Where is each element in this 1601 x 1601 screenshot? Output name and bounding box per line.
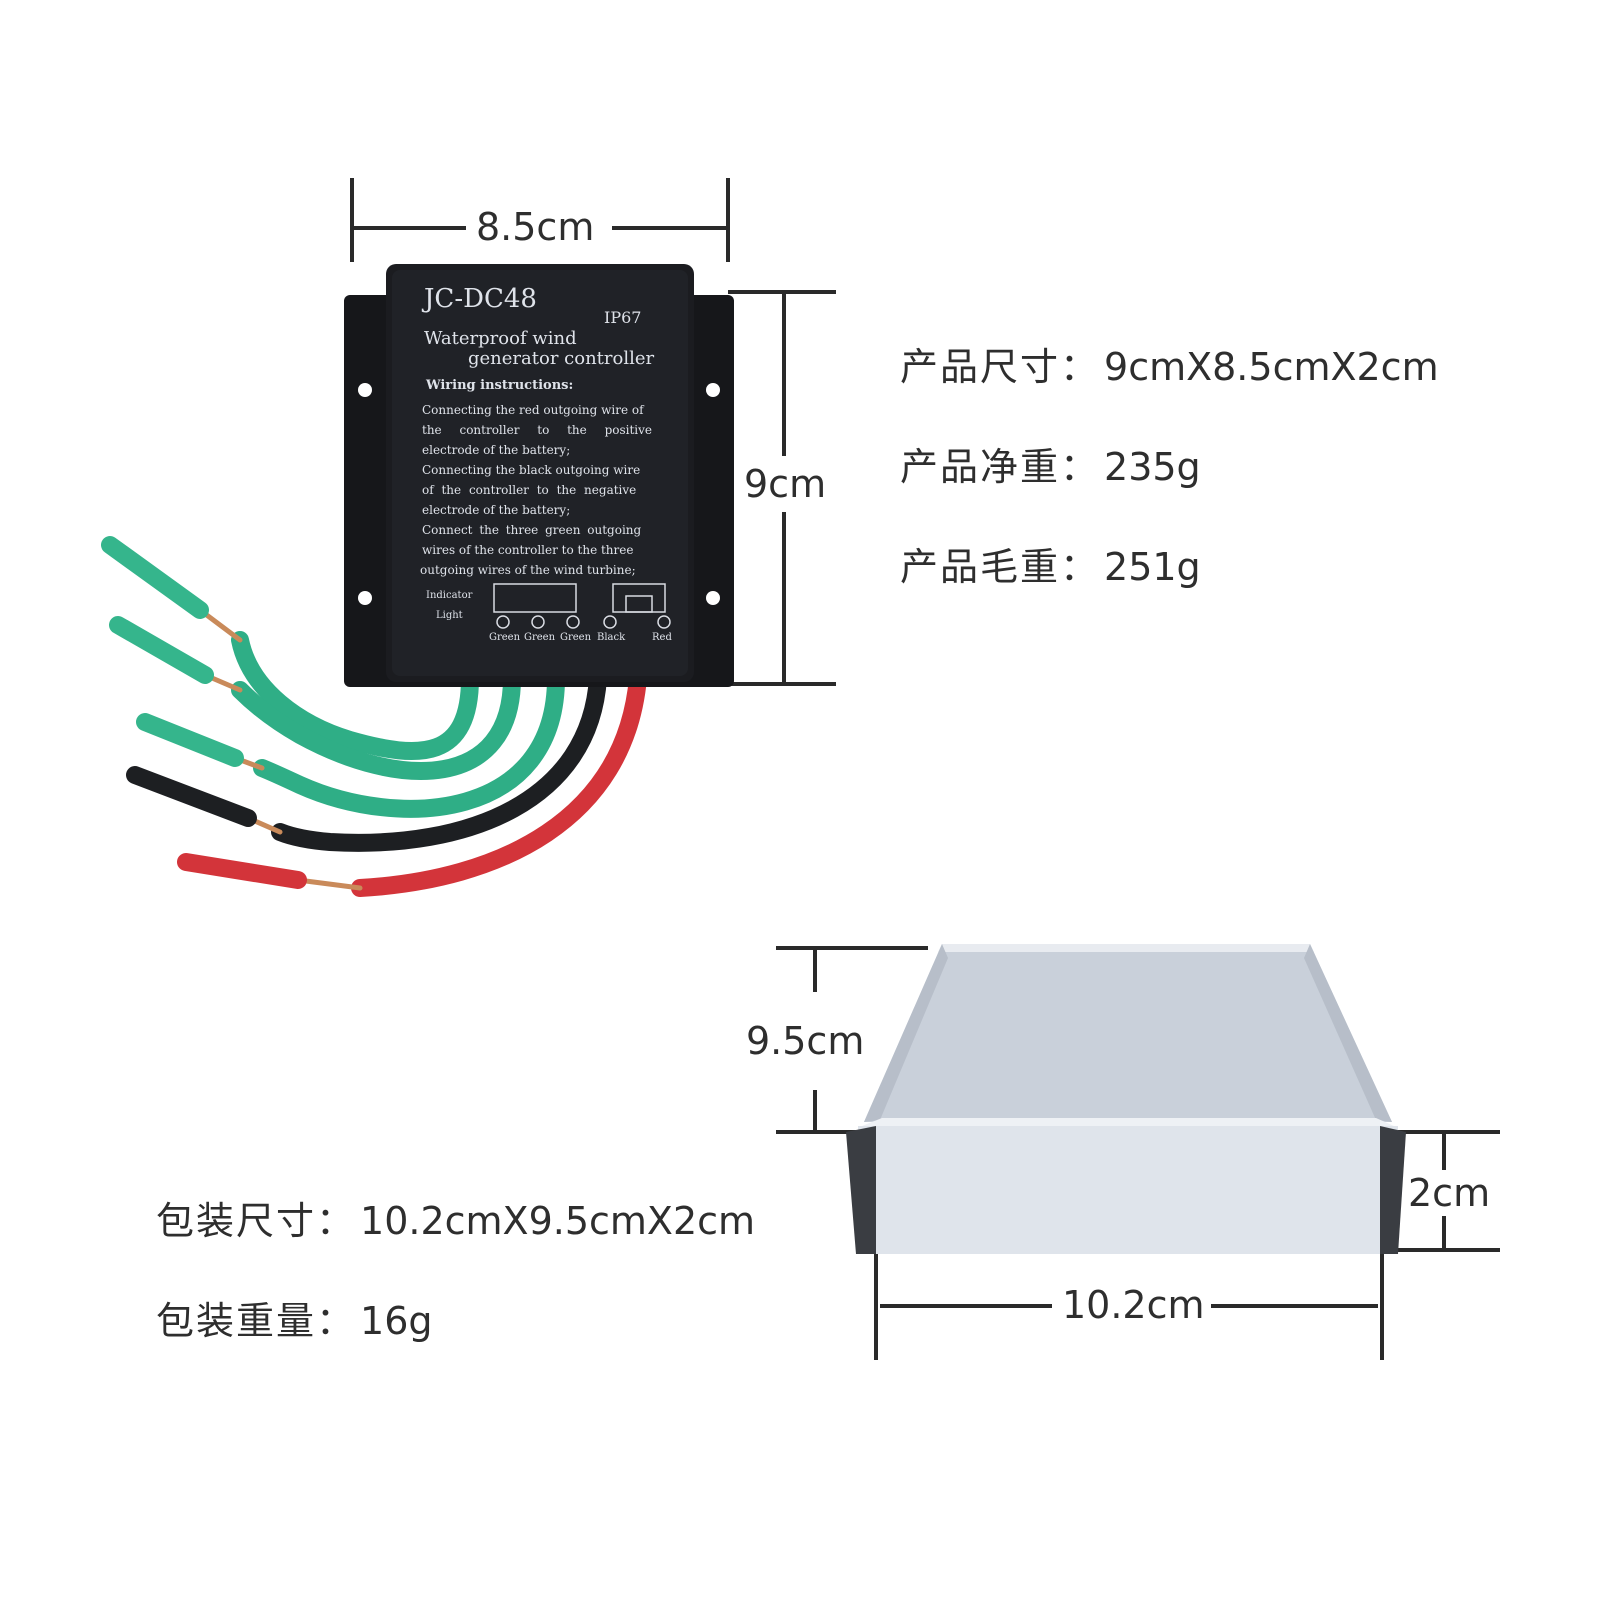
- wiring-line: electrode of the battery;: [422, 443, 571, 457]
- wiring-line: Connect the three green outgoing: [422, 523, 642, 537]
- spec-net-weight: 产品净重：235g: [900, 436, 1201, 491]
- controller-dimension-lines: [350, 178, 836, 686]
- box-height-label: 9.5cm: [746, 1018, 865, 1064]
- green-wire-3: [253, 669, 565, 818]
- box-width-label: 10.2cm: [1056, 1282, 1211, 1328]
- spec-key: 产品尺寸：: [900, 345, 1101, 389]
- spec-key: 产品毛重：: [900, 545, 1101, 589]
- green-wire-2: [231, 669, 521, 780]
- terminal-label: Green: [489, 632, 521, 643]
- device-rating: IP67: [604, 308, 642, 327]
- red-wire: [351, 669, 647, 897]
- wiring-line: wires of the controller to the three: [422, 543, 634, 557]
- indicator-label: Indicator: [426, 590, 473, 601]
- terminal-label: Green: [560, 632, 592, 643]
- spec-product-size: 产品尺寸：9cmX8.5cmX2cm: [900, 336, 1439, 391]
- terminal-label: Black: [597, 632, 626, 643]
- black-wire: [271, 669, 607, 852]
- terminal-label: Red: [652, 632, 672, 643]
- spec-key: 包装重量：: [156, 1299, 357, 1343]
- wiring-line: Connecting the red outgoing wire of: [422, 403, 644, 417]
- package-box: [846, 944, 1406, 1254]
- wires: [101, 536, 647, 897]
- wiring-line: electrode of the battery;: [422, 503, 571, 517]
- spec-key: 产品净重：: [900, 445, 1101, 489]
- spec-value: 10.2cmX9.5cmX2cm: [360, 1199, 756, 1243]
- spec-value: 251g: [1104, 545, 1201, 589]
- wiring-heading: Wiring instructions:: [426, 378, 574, 393]
- green-wire-1: [231, 631, 479, 761]
- device-subtitle-line2: generator controller: [468, 348, 655, 369]
- indicator-label: Light: [436, 610, 463, 621]
- spec-value: 235g: [1104, 445, 1201, 489]
- device-model: JC-DC48: [424, 284, 537, 314]
- box-depth-label: 2cm: [1408, 1170, 1491, 1216]
- spec-value: 16g: [360, 1299, 433, 1343]
- spec-package-weight: 包装重量：16g: [156, 1290, 433, 1345]
- controller-height-label: 9cm: [744, 461, 827, 507]
- wiring-line: outgoing wires of the wind turbine;: [420, 563, 636, 577]
- spec-value: 9cmX8.5cmX2cm: [1104, 345, 1439, 389]
- wiring-line: the controller to the positive: [422, 423, 653, 437]
- spec-package-size: 包装尺寸：10.2cmX9.5cmX2cm: [156, 1190, 755, 1245]
- device-subtitle-line1: Waterproof wind: [424, 328, 577, 349]
- spec-gross-weight: 产品毛重：251g: [900, 536, 1201, 591]
- wiring-line: of the controller to the negative: [422, 483, 637, 497]
- terminal-label: Green: [524, 632, 556, 643]
- wiring-line: Connecting the black outgoing wire: [422, 463, 641, 477]
- controller-width-label: 8.5cm: [472, 204, 599, 250]
- spec-key: 包装尺寸：: [156, 1199, 357, 1243]
- controller-body: [344, 264, 734, 687]
